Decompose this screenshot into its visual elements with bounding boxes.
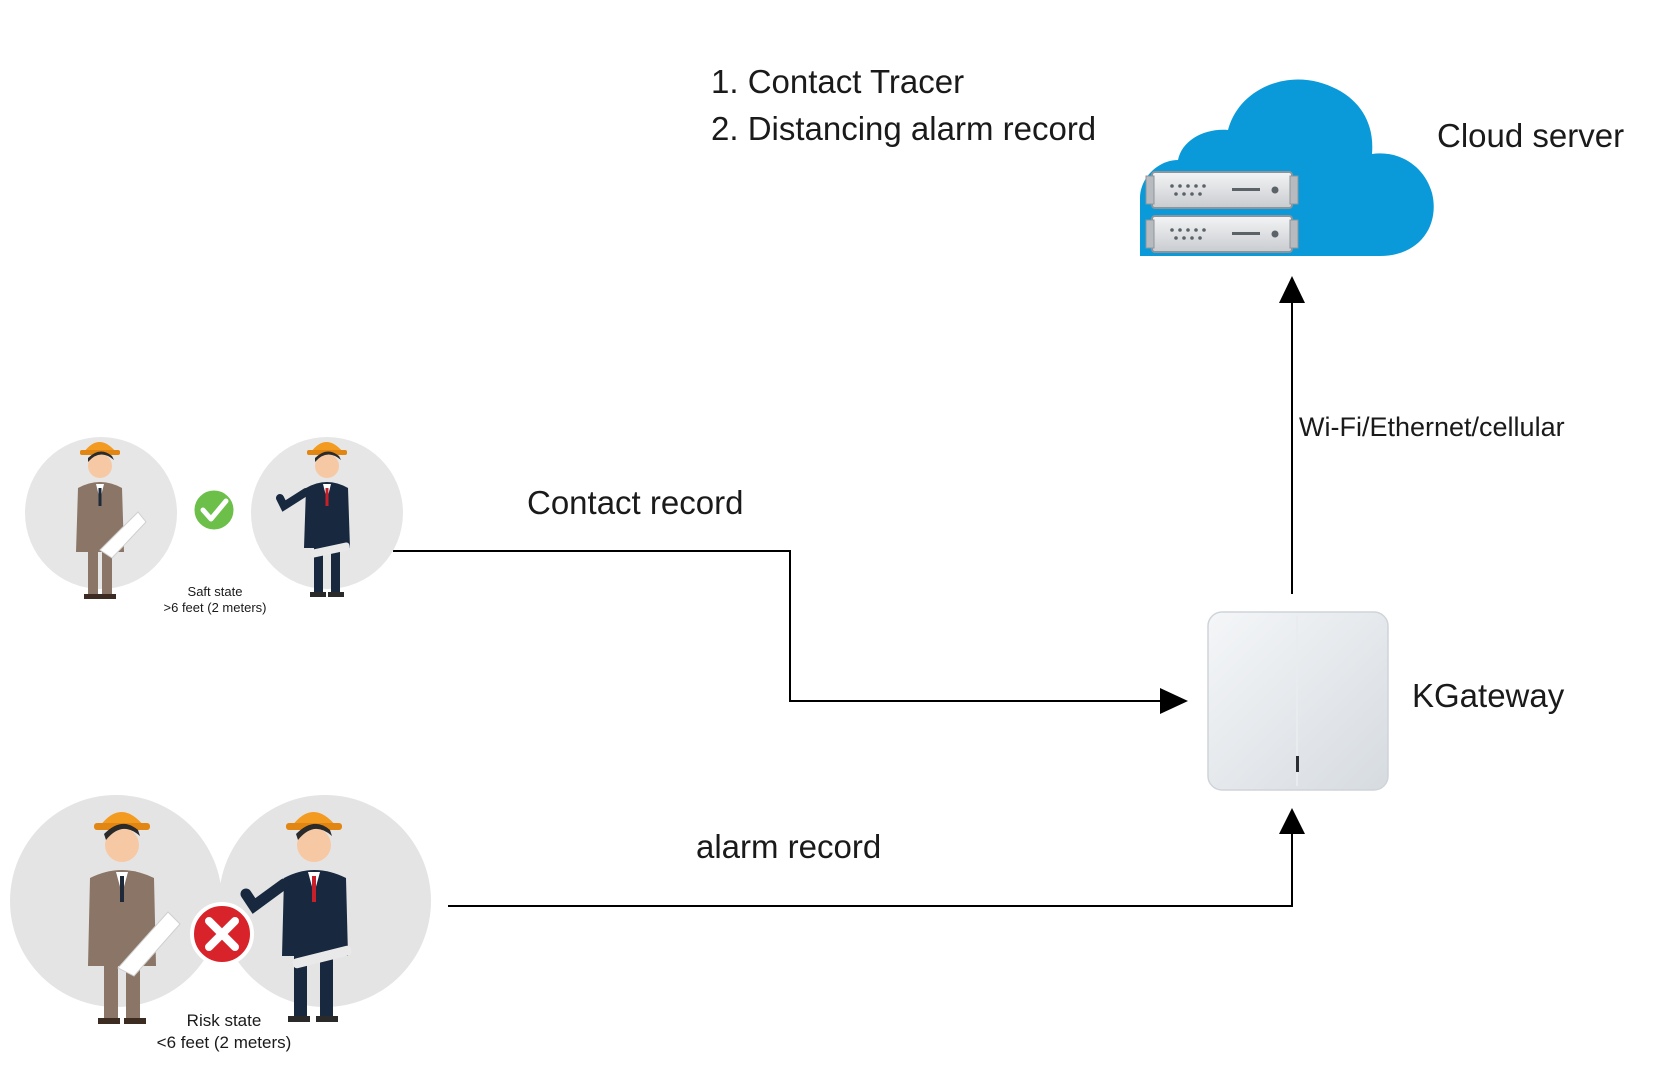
cloud-task-2: 2. Distancing alarm record	[711, 110, 1097, 147]
risk-state-caption: Risk state <6 feet (2 meters)	[124, 1010, 324, 1054]
contact-record-line	[393, 550, 1160, 702]
worker-navy-icon	[276, 442, 350, 597]
alarm-arrow-head	[1279, 808, 1305, 834]
safe-state-caption: Saft state >6 feet (2 meters)	[145, 584, 285, 616]
risk-state-title: Risk state	[186, 1011, 262, 1030]
check-icon	[191, 487, 237, 533]
alarm-record-label: alarm record	[696, 828, 882, 865]
worker-navy-icon	[240, 812, 352, 1022]
cloud-task-1: 1. Contact Tracer	[711, 63, 965, 100]
alarm-record-line	[448, 834, 1293, 907]
contact-record-label: Contact record	[527, 484, 744, 521]
worker-brown-icon	[76, 442, 147, 599]
risk-state-workers	[10, 795, 431, 1024]
gateway-device-icon	[1207, 611, 1389, 791]
safe-state-distance: >6 feet (2 meters)	[163, 600, 267, 615]
gateway-label: KGateway	[1412, 677, 1565, 714]
cloud-server-icon	[1140, 79, 1434, 256]
risk-state-distance: <6 feet (2 meters)	[156, 1033, 292, 1052]
uplink-arrow-head	[1279, 276, 1305, 303]
link-type-label: Wi-Fi/Ethernet/cellular	[1299, 412, 1565, 442]
safe-state-title: Saft state	[187, 584, 243, 599]
server-rack-icon	[1145, 171, 1299, 253]
cloud-server-label: Cloud server	[1437, 117, 1625, 154]
worker-brown-icon	[88, 812, 181, 1024]
safe-state-workers	[25, 437, 403, 599]
cross-icon	[190, 902, 254, 966]
contact-arrow-head	[1160, 688, 1188, 714]
